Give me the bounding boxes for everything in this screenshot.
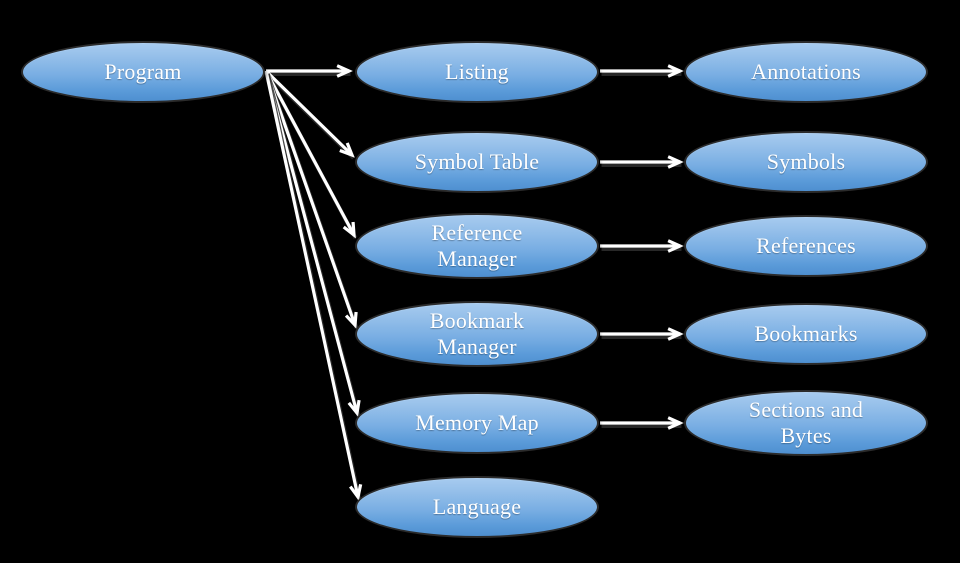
node-label-bookmark-manager: Bookmark Manager [429, 308, 525, 359]
node-label-reference-manager: Reference Manager [431, 220, 523, 271]
node-label-annotations: Annotations [751, 59, 861, 85]
node-language[interactable]: Language [355, 476, 599, 538]
node-bookmark-manager[interactable]: Bookmark Manager [355, 301, 599, 367]
node-label-sections-and-bytes: Sections and Bytes [748, 397, 864, 448]
node-program[interactable]: Program [21, 41, 265, 103]
node-label-memory-map: Memory Map [415, 410, 539, 436]
node-label-symbols: Symbols [766, 149, 846, 175]
node-bookmarks[interactable]: Bookmarks [684, 303, 928, 365]
node-annotations[interactable]: Annotations [684, 41, 928, 103]
node-sections-and-bytes[interactable]: Sections and Bytes [684, 390, 928, 456]
node-references[interactable]: References [684, 215, 928, 277]
node-label-program: Program [104, 59, 182, 85]
node-label-language: Language [432, 494, 522, 520]
node-label-bookmarks: Bookmarks [754, 321, 858, 347]
node-symbol-table[interactable]: Symbol Table [355, 131, 599, 193]
node-listing[interactable]: Listing [355, 41, 599, 103]
node-label-references: References [756, 233, 856, 259]
node-symbols[interactable]: Symbols [684, 131, 928, 193]
node-label-symbol-table: Symbol Table [414, 149, 540, 175]
node-reference-manager[interactable]: Reference Manager [355, 213, 599, 279]
node-memory-map[interactable]: Memory Map [355, 392, 599, 454]
node-label-listing: Listing [445, 59, 509, 85]
